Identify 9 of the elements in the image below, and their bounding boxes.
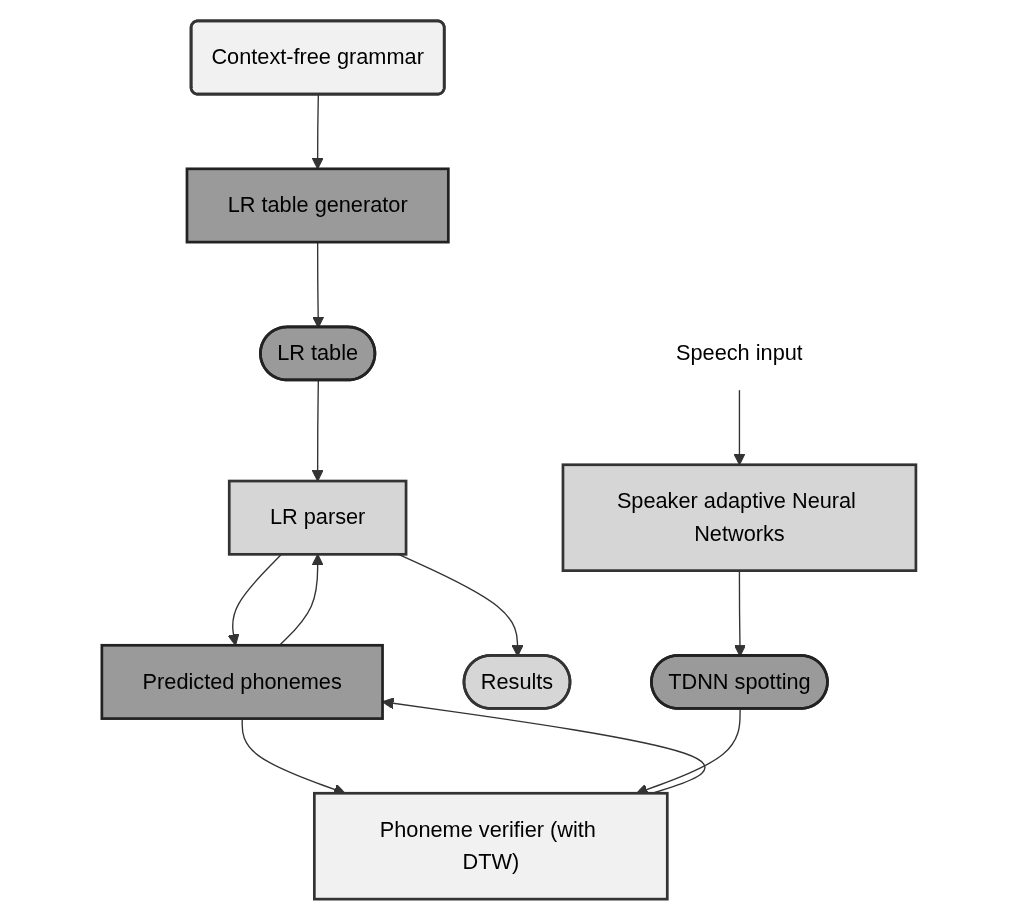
arrow: [733, 388, 746, 465]
arrow: [311, 93, 324, 169]
node-box: LR parser: [228, 479, 408, 556]
node-box: Speaker adaptive Neural Networks: [561, 462, 918, 572]
arrow: [382, 696, 706, 794]
node-box: Phoneme verifier (with DTW): [313, 791, 669, 900]
node-box: LR table generator: [185, 166, 450, 243]
node-text: Speech input: [676, 340, 803, 364]
node-box: Predicted phonemes: [100, 643, 384, 720]
